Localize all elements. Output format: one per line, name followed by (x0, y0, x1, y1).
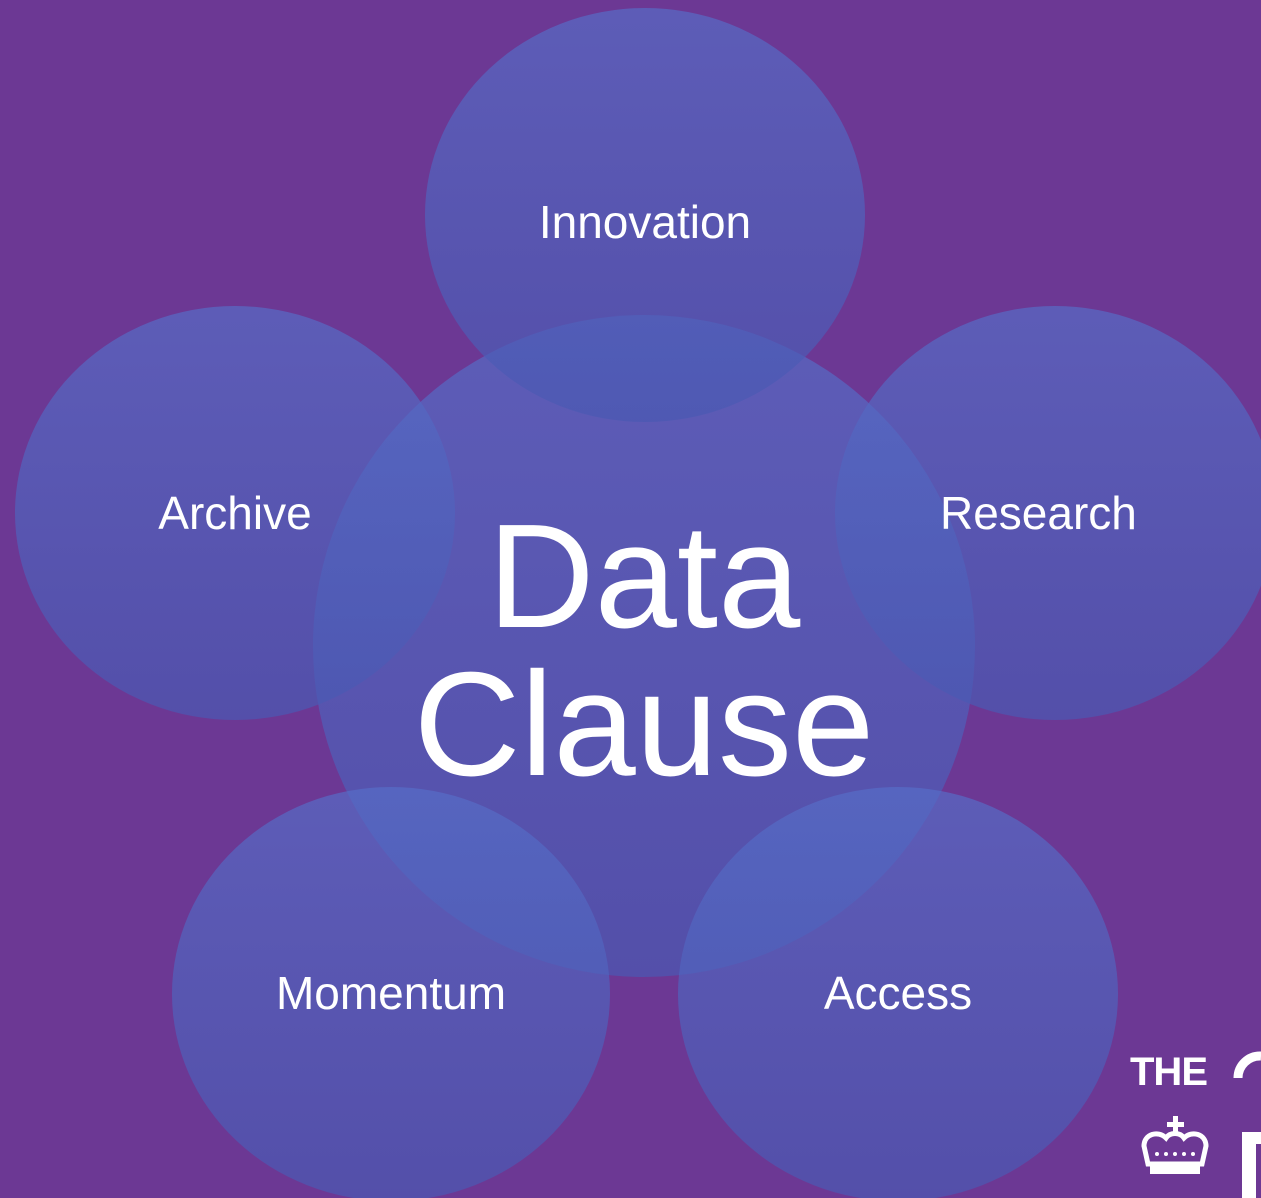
center-label-line2: Clause (413, 642, 875, 807)
node-label-access: Access (823, 967, 973, 1019)
node-label-archive: Archive (158, 487, 312, 539)
node-circle-momentum: Momentum (172, 787, 610, 1198)
center-label: Data Clause (313, 503, 975, 799)
node-circle-archive: Archive (15, 306, 455, 720)
node-label-research: Research (940, 487, 1137, 539)
node-circle-innovation: Innovation (425, 8, 865, 422)
crown-icon (1141, 1051, 1261, 1198)
node-circle-research: Research (835, 306, 1261, 720)
node-label-momentum: Momentum (275, 967, 507, 1019)
logo-text: THE (1130, 1050, 1208, 1094)
organisation-logo: THE (1130, 1042, 1261, 1198)
node-circle-access: Access (678, 787, 1118, 1198)
center-label-line1: Data (487, 494, 801, 659)
node-label-innovation: Innovation (538, 196, 752, 248)
